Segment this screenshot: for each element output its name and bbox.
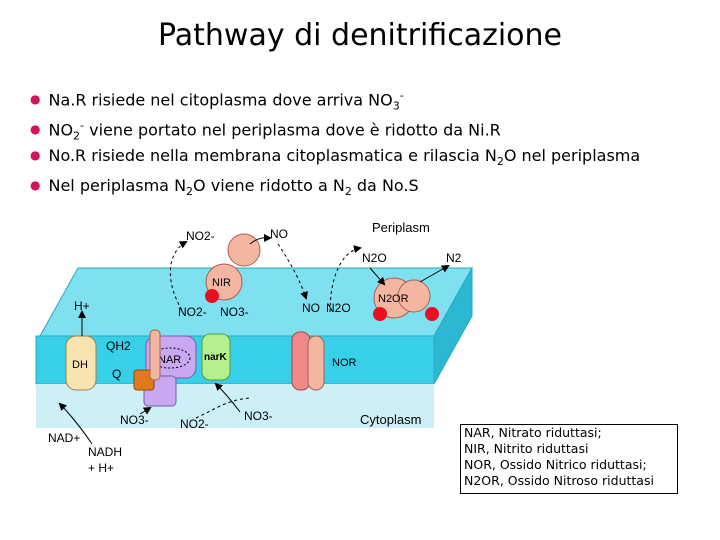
- bullet-item: ● Na.R risiede nel citoplasma dove arriva…: [30, 86, 710, 116]
- arrow-nir-to-no: [249, 233, 272, 245]
- superscript: -: [80, 119, 85, 132]
- bullet-text: No.R risiede nella membrana citoplasmati…: [48, 146, 497, 165]
- superscript: -: [399, 89, 404, 102]
- bullet-text: Na.R risiede nel citoplasma dove arriva …: [48, 90, 393, 110]
- no2-top: NO2-: [186, 229, 215, 243]
- bullet-text: Nel periplasma N: [48, 176, 187, 195]
- periplasm-label: Periplasm: [372, 220, 430, 235]
- nor-label: NOR: [332, 357, 357, 369]
- n2or-red-dot: [373, 307, 387, 321]
- n2or-red-dot: [425, 307, 439, 321]
- nark-label: narK: [204, 352, 228, 363]
- no3-cytoplasm-2: NO3-: [244, 409, 273, 423]
- no3-membrane: NO3-: [220, 305, 249, 319]
- no2-cytoplasm: NO2-: [180, 417, 209, 431]
- bullet-dot-icon: ●: [30, 178, 41, 192]
- bullet-text: da No.S: [351, 176, 419, 195]
- no-membrane: NO: [302, 301, 320, 315]
- arrow-no-down: [277, 243, 308, 300]
- dh-enzyme: [65, 335, 97, 391]
- cytoplasm-label: Cytoplasm: [360, 412, 421, 427]
- n2or-label: N2OR: [378, 293, 409, 305]
- subscript: 2: [73, 129, 81, 143]
- nark-enzyme: [201, 333, 231, 381]
- bullet-item: ● NO2- viene portato nel periplasma dove …: [30, 116, 710, 146]
- h-plus-top: H+: [74, 299, 90, 313]
- bullet-list: ● Na.R risiede nel citoplasma dove arriva…: [30, 86, 710, 206]
- arrow-n2or-to-n2: [419, 265, 450, 283]
- nir-red-dot: [205, 289, 219, 303]
- nor-enzyme: [291, 331, 311, 391]
- legend-item: NIR, Nitrito riduttasi: [464, 441, 589, 456]
- nir-enzyme-lobe: [227, 233, 261, 267]
- bullet-text: O nel periplasma: [503, 146, 641, 165]
- nar-label: NAR: [158, 354, 181, 366]
- legend-item: N2OR, Ossido Nitroso riduttasi: [464, 473, 654, 488]
- no3-cytoplasm: NO3-: [120, 413, 149, 427]
- bullet-dot-icon: ●: [30, 148, 41, 162]
- subscript: 2: [344, 185, 352, 199]
- bullet-text: O viene ridotto a N: [193, 176, 345, 195]
- arrow-nadh: [58, 402, 93, 445]
- qh2-label: QH2: [106, 339, 131, 353]
- arrow-n2o-up: [329, 245, 362, 313]
- bullet-item: ●Nel periplasma N2O viene ridotto a N2 d…: [30, 176, 710, 206]
- legend-item: NOR, Ossido Nitrico riduttasi;: [464, 457, 647, 472]
- membrane-side: [433, 266, 473, 386]
- bullet-text: viene portato nel periplasma dove è rido…: [84, 120, 501, 140]
- n2o-membrane: N2O: [326, 301, 351, 315]
- n2o-top: N2O: [362, 251, 387, 265]
- arrow-n2o-to-n2or: [369, 267, 386, 286]
- bullet-dot-icon: ●: [30, 122, 41, 137]
- no2-membrane: NO2-: [178, 305, 207, 319]
- arrow-no3-import: [214, 382, 241, 413]
- arrow-no2-to-nir: [169, 241, 188, 311]
- subscript: 3: [392, 99, 400, 113]
- dh-label: DH: [72, 359, 88, 371]
- nir-label: NIR: [212, 277, 231, 289]
- bullet-item: ● No.R risiede nella membrana citoplasmat…: [30, 146, 710, 176]
- subscript: 2: [186, 185, 194, 199]
- bullet-text: NO: [48, 120, 74, 140]
- n2-top: N2: [446, 251, 462, 265]
- slide-title: Pathway di denitrificazione: [158, 18, 562, 53]
- membrane-front: [35, 335, 435, 385]
- arrow-no3-to-nar: [139, 406, 152, 415]
- subscript: 2: [496, 155, 504, 169]
- n2or-enzyme-lobe: [397, 279, 431, 313]
- nor-subunit: [307, 335, 325, 391]
- legend-box: NAR, Nitrato riduttasi; NIR, Nitrito rid…: [460, 424, 678, 494]
- nadh-label: NADH: [88, 445, 122, 459]
- q-label: Q: [112, 367, 121, 381]
- legend-item: NAR, Nitrato riduttasi;: [464, 425, 602, 440]
- nad-plus-label: NAD+: [48, 431, 80, 445]
- nar-pink-rod: [149, 329, 161, 381]
- no-top: NO: [270, 227, 288, 241]
- h-plus-bottom: + H+: [88, 461, 114, 475]
- bullet-dot-icon: ●: [30, 92, 41, 107]
